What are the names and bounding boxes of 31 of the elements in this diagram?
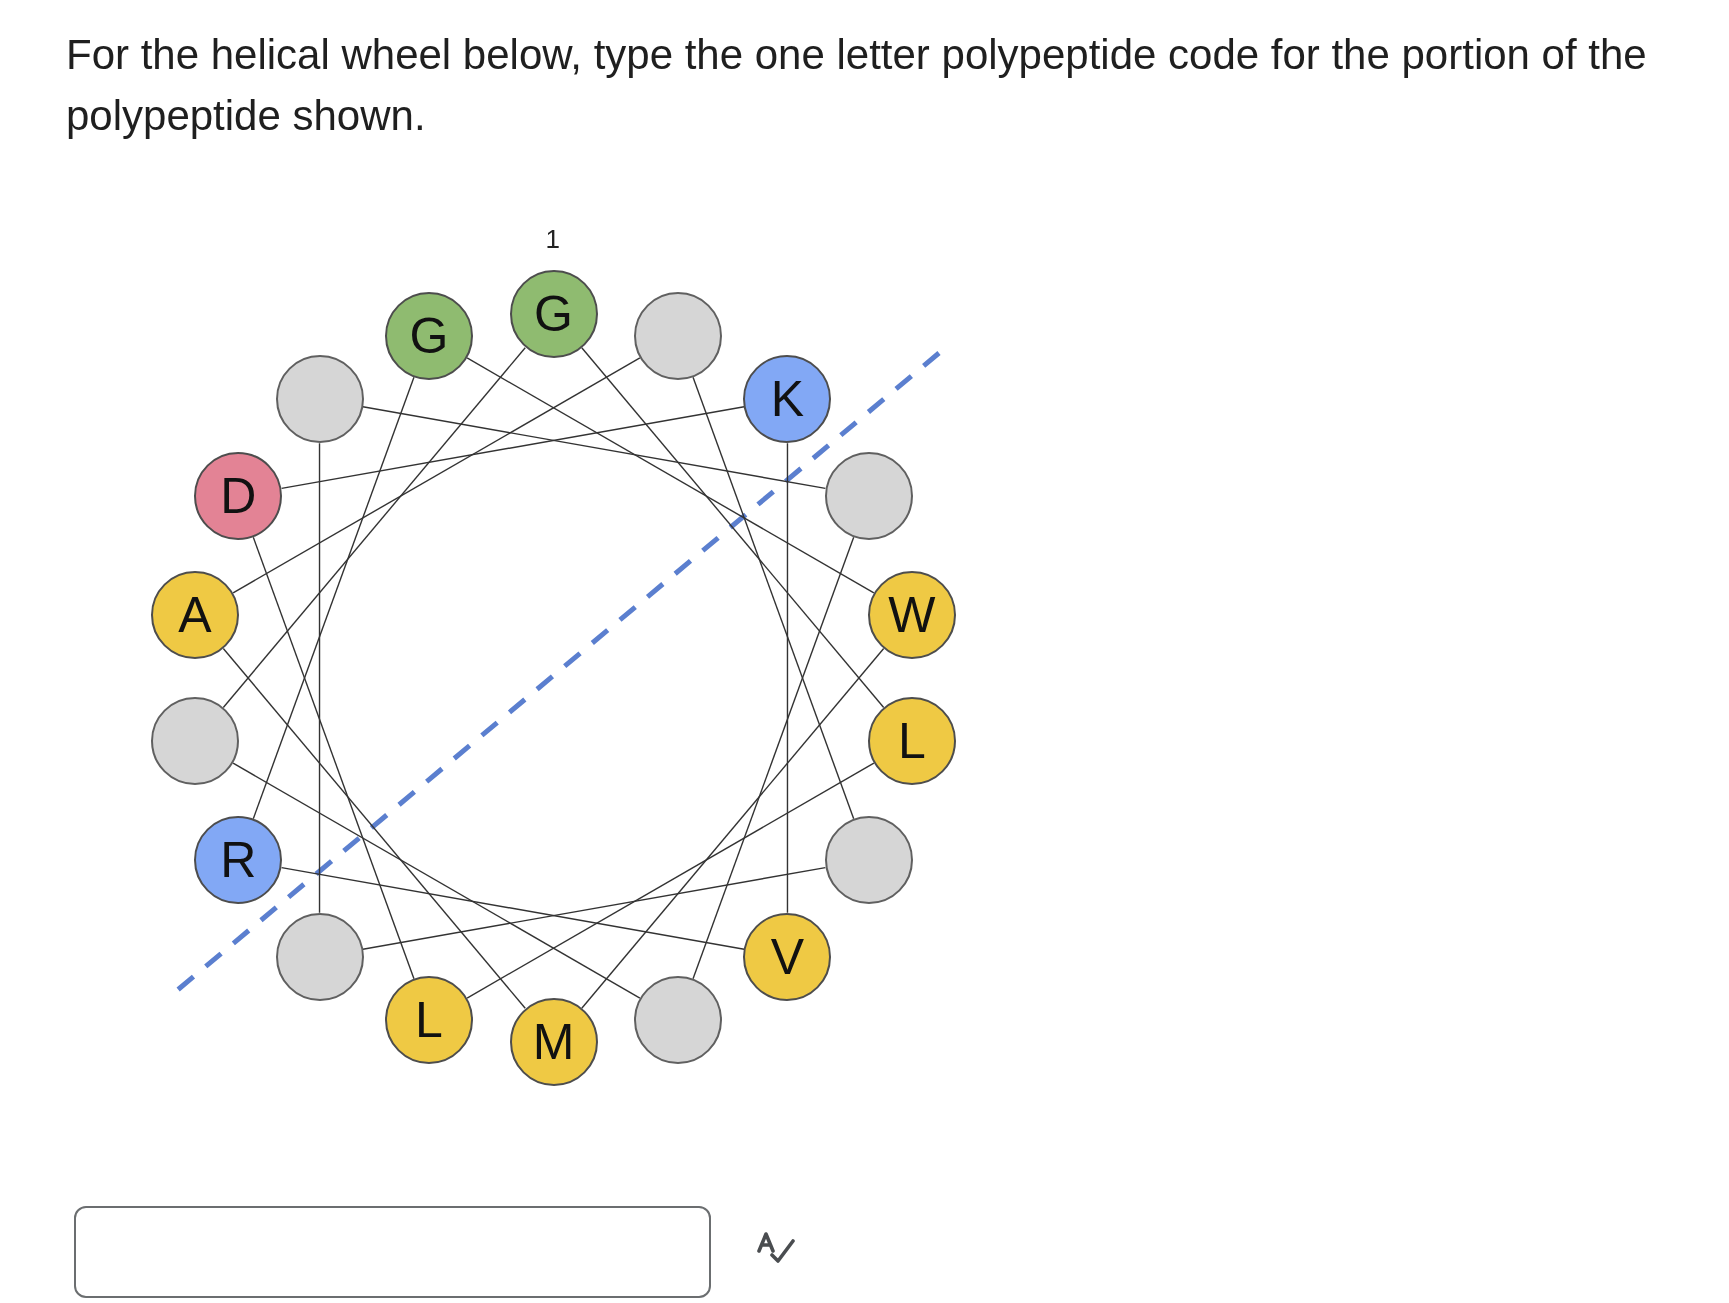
connecting-line <box>786 442 789 914</box>
residue-circle: K <box>743 355 832 444</box>
connecting-line <box>581 647 885 1009</box>
connecting-line <box>252 376 415 820</box>
residue-circle: L <box>385 976 473 1065</box>
connecting-line <box>280 866 745 950</box>
residue-number: 1 <box>545 224 560 255</box>
connecting-line <box>280 406 745 490</box>
connecting-line <box>466 762 875 999</box>
connecting-line <box>318 442 321 914</box>
residue-circle: W <box>867 570 956 659</box>
residue-circle: L <box>867 697 956 786</box>
connecting-line <box>222 647 526 1009</box>
connecting-line <box>692 376 855 820</box>
residue-circle: G <box>509 270 598 358</box>
connecting-line <box>232 762 641 999</box>
connecting-line <box>222 347 526 709</box>
residue-circle: M <box>509 998 598 1086</box>
connecting-line <box>466 357 875 594</box>
connecting-line <box>362 406 827 490</box>
connecting-line <box>581 347 885 709</box>
connecting-line <box>252 536 415 980</box>
residue-circle: A <box>151 570 239 659</box>
residue-circle: V <box>743 912 832 1001</box>
connecting-line <box>692 536 855 980</box>
question-text: For the helical wheel below, type the one letter polypeptide code for the portion of the polypeptide shown. <box>66 30 1648 141</box>
residue-circle: G <box>385 291 473 380</box>
connecting-line <box>232 357 641 594</box>
residue-circle: R <box>194 816 283 904</box>
connecting-line <box>362 866 827 950</box>
residue-circle: D <box>194 452 283 540</box>
